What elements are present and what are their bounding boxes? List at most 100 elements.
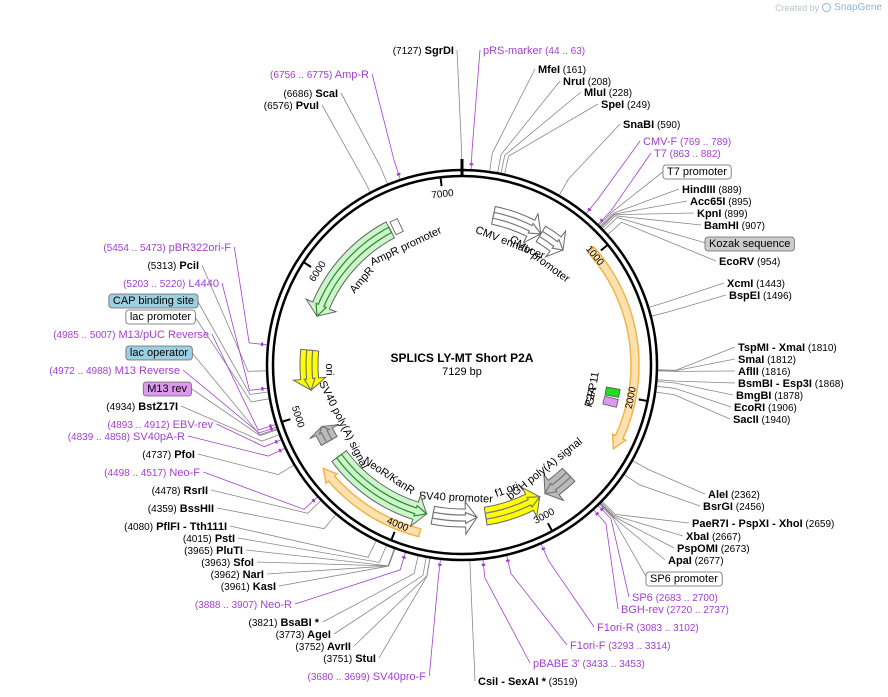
- site-label-hindiii[interactable]: HindIII (889): [682, 184, 742, 196]
- site-label-bstz17i[interactable]: (4934) BstZ17I: [106, 401, 178, 413]
- site-label-neo-r[interactable]: (3888 .. 3907) Neo-R: [195, 599, 292, 611]
- site-label-stui[interactable]: (3751) StuI: [323, 653, 376, 665]
- site-label-ecori[interactable]: EcoRI (1906): [734, 402, 797, 414]
- site-label-mfei[interactable]: MfeI (161): [538, 64, 586, 76]
- site-label-text: KpnI (899): [697, 208, 748, 220]
- site-label-kpni[interactable]: KpnI (899): [697, 208, 748, 220]
- site-label-bsmbi[interactable]: BsmBI - Esp3I (1868): [738, 378, 844, 390]
- site-label-m13-puc-reverse[interactable]: (4985 .. 5007) M13/pUC Reverse: [53, 329, 209, 341]
- snapgene-logo-icon: [822, 3, 832, 12]
- site-label-sv40pro-f[interactable]: (3680 .. 3699) SV40pro-F: [307, 671, 426, 683]
- label-part: (7127): [393, 46, 422, 57]
- site-label-lac-promoter[interactable]: lac promoter: [125, 309, 196, 325]
- site-label-scai[interactable]: (6686) ScaI: [283, 88, 338, 100]
- feature-box: [604, 386, 621, 398]
- site-label-nrui[interactable]: NruI (208): [563, 76, 611, 88]
- site-label-cmv-f[interactable]: CMV-F (769 .. 789): [643, 136, 731, 148]
- site-label-sfoi[interactable]: (3963) SfoI: [201, 557, 254, 569]
- site-label-spei[interactable]: SpeI (249): [601, 99, 650, 111]
- site-label-m13-rev[interactable]: M13 rev: [142, 381, 192, 397]
- site-label-t7[interactable]: T7 (863 .. 882): [654, 148, 721, 160]
- site-label-snabi[interactable]: SnaBI (590): [623, 119, 680, 131]
- site-label-smai[interactable]: SmaI (1812): [738, 354, 796, 366]
- site-label-ebv-rev[interactable]: (4893 .. 4912) EBV-rev: [107, 419, 213, 431]
- site-label-pvui[interactable]: (6576) PvuI: [264, 100, 319, 112]
- site-label-t7-promoter[interactable]: T7 promoter: [662, 164, 732, 180]
- site-label-sp6[interactable]: SP6 (2683 .. 2700): [632, 592, 718, 604]
- site-label-cap-binding-site[interactable]: CAP binding site: [108, 293, 199, 309]
- site-label-text: (3963) SfoI: [201, 557, 254, 569]
- site-label-apai[interactable]: ApaI (2677): [668, 555, 724, 567]
- site-label-m13-reverse[interactable]: (4972 .. 4988) M13 Reverse: [49, 365, 180, 377]
- site-label-nari[interactable]: (3962) NarI: [211, 569, 264, 581]
- site-label-sp6-promoter[interactable]: SP6 promoter: [645, 571, 723, 587]
- site-label-csii[interactable]: CsiI - SexAI * (3519): [478, 676, 578, 688]
- primer-mark: [505, 559, 510, 563]
- site-label-paer7i[interactable]: PaeR7I - PspXI - XhoI (2659): [692, 518, 834, 530]
- site-label-pbabe-3[interactable]: pBABE 3' (3433 .. 3453): [533, 658, 645, 670]
- leader-line: [353, 558, 431, 647]
- site-label-bgh-rev[interactable]: BGH-rev (2720 .. 2737): [621, 604, 729, 616]
- label-part: (1868): [812, 379, 844, 390]
- site-label-pcii[interactable]: (5313) PciI: [147, 260, 199, 272]
- site-label-psti[interactable]: (4015) PstI: [183, 533, 235, 545]
- site-label-bsabi[interactable]: (3821) BsaBI *: [249, 617, 320, 629]
- site-label-bspei[interactable]: BspEI (1496): [729, 290, 792, 302]
- site-label-text: (4839 .. 4858) SV40pA-R: [68, 431, 185, 443]
- site-label-bamhi[interactable]: BamHI (907): [704, 220, 765, 232]
- site-label-lac-operator[interactable]: lac operator: [125, 345, 193, 361]
- site-label-sv40pa-r[interactable]: (4839 .. 4858) SV40pA-R: [68, 431, 185, 443]
- site-label-avrii[interactable]: (3752) AvrII: [295, 641, 351, 653]
- site-label-f1ori-r[interactable]: F1ori-R (3083 .. 3102): [597, 622, 699, 634]
- site-label-ecorv[interactable]: EcoRV (954): [719, 256, 780, 268]
- site-label-amp-r[interactable]: (6756 .. 6775) Amp-R: [270, 69, 369, 81]
- site-label-bmgbi[interactable]: BmgBI (1878): [736, 390, 803, 402]
- site-label-text: NruI (208): [563, 76, 611, 88]
- site-label-mlui[interactable]: MluI (228): [584, 87, 632, 99]
- site-label-aflii[interactable]: AflII (1816): [738, 366, 790, 378]
- site-label-agei[interactable]: (3773) AgeI: [276, 629, 331, 641]
- label-part: SfoI: [230, 557, 254, 569]
- label-part: (3962): [211, 570, 240, 581]
- label-part: (1443): [753, 279, 785, 290]
- site-label-text: TspMI - XmaI (1810): [738, 342, 837, 354]
- plasmid-name: SPLICS LY-MT Short P2A: [391, 351, 534, 365]
- site-label-tspmi[interactable]: TspMI - XmaI (1810): [738, 342, 837, 354]
- feature-label-ori: ori: [323, 363, 335, 376]
- site-label-pluti[interactable]: (3965) PluTI: [184, 545, 243, 557]
- site-label-sacii[interactable]: SacII (1940): [733, 414, 790, 426]
- site-label-pspomi[interactable]: PspOMI (2673): [677, 543, 750, 555]
- site-label-xbai[interactable]: XbaI (2667): [686, 531, 741, 543]
- site-label-bsshii[interactable]: (4359) BssHII: [148, 503, 214, 515]
- site-label-kozak-sequence[interactable]: Kozak sequence: [704, 236, 795, 252]
- site-label-xcmi[interactable]: XcmI (1443): [727, 278, 785, 290]
- leader-line: [196, 299, 268, 395]
- label-part: (889): [716, 185, 742, 196]
- label-part: (2659): [803, 519, 835, 530]
- site-label-acc65i[interactable]: Acc65I (895): [690, 196, 752, 208]
- site-label-rsrii[interactable]: (4478) RsrII: [152, 485, 208, 497]
- label-part: (2683 .. 2700): [653, 593, 718, 604]
- plasmid-length: 7129 bp: [442, 366, 482, 378]
- site-label-kasi[interactable]: (3961) KasI: [221, 581, 276, 593]
- site-label-neo-f[interactable]: (4498 .. 4517) Neo-F: [104, 467, 200, 479]
- leader-line: [482, 559, 531, 664]
- site-label-text: (4080) PflFI - Tth111I: [124, 521, 227, 533]
- leader-line: [559, 123, 621, 196]
- site-label-pbr322ori-f[interactable]: (5454 .. 5473) pBR322ori-F: [103, 242, 231, 254]
- leader-line: [601, 212, 695, 228]
- label-part: PspOMI: [677, 543, 718, 555]
- site-label-alei[interactable]: AleI (2362): [708, 489, 760, 501]
- site-label-pflfi[interactable]: (4080) PflFI - Tth111I: [124, 521, 227, 533]
- site-label-text: lac promoter: [130, 311, 191, 323]
- site-label-l4440[interactable]: (5203 .. 5220) L4440: [123, 278, 219, 290]
- label-part: EBV-rev: [170, 419, 214, 431]
- site-label-prs-marker[interactable]: pRS-marker (44 .. 63): [483, 45, 585, 57]
- label-part: (4080): [124, 522, 153, 533]
- site-label-bsrgi[interactable]: BsrGI (2456): [703, 501, 765, 513]
- feature-arrow: [430, 500, 478, 536]
- label-part: (4893 .. 4912): [107, 420, 169, 431]
- site-label-f1ori-f[interactable]: F1ori-F (3293 .. 3314): [570, 640, 671, 652]
- site-label-sgrdi[interactable]: (7127) SgrDI: [393, 45, 454, 57]
- site-label-pfoi[interactable]: (4737) PfoI: [142, 449, 195, 461]
